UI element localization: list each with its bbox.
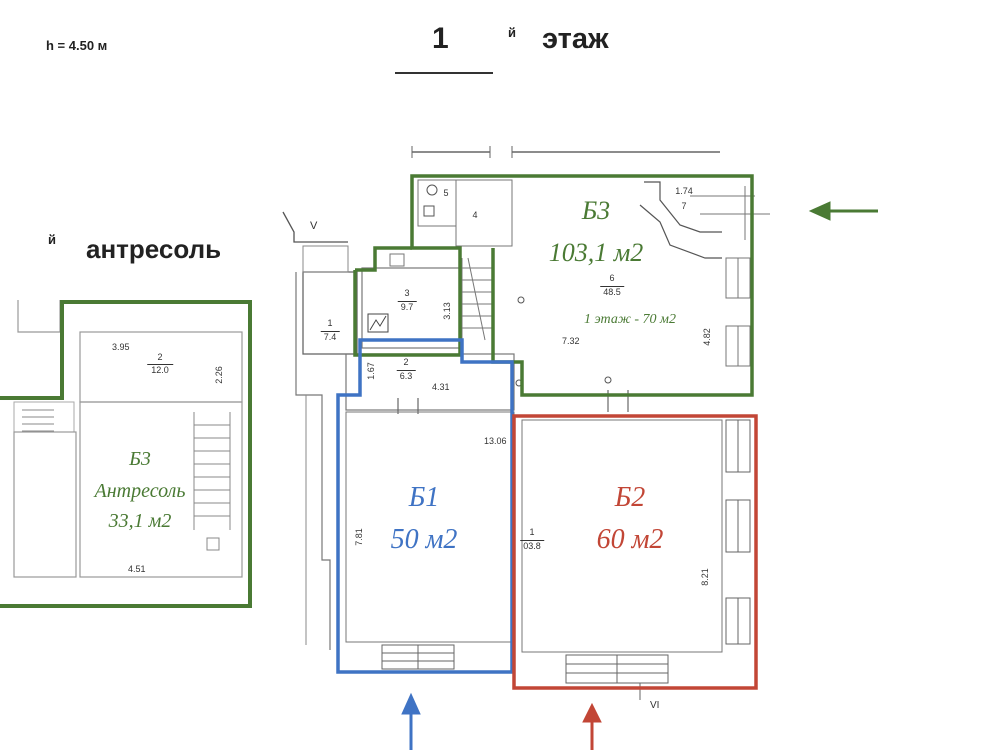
dimension-label: 13.06 bbox=[484, 436, 507, 446]
mezzanine-stair-right bbox=[193, 412, 231, 530]
mezzanine-b3-outline bbox=[0, 300, 252, 608]
mezzanine-suffix: й bbox=[48, 232, 56, 247]
unit-b2-outline bbox=[512, 414, 758, 690]
floor-number: 1 bbox=[432, 22, 449, 55]
unit-b2-name: Б2 bbox=[614, 482, 646, 513]
room-label-area: 48.5 bbox=[600, 286, 624, 297]
mez-unit-label: Антресоль bbox=[94, 480, 186, 502]
axis-label: V bbox=[310, 220, 318, 232]
b2-windows bbox=[565, 419, 751, 684]
room-label-number: 2 bbox=[403, 357, 409, 367]
mezzanine-title: антресоль bbox=[86, 234, 222, 264]
mez-room-number: 2 bbox=[157, 352, 163, 362]
unit-b3-name: Б3 bbox=[581, 196, 611, 225]
mez-dim-width: 3.95 bbox=[112, 342, 130, 352]
b1-window bbox=[381, 644, 455, 670]
room-label-number: 7 bbox=[681, 201, 687, 211]
mez-dim-bottom: 4.51 bbox=[128, 564, 146, 574]
dimension-label: 3.13 bbox=[441, 302, 452, 320]
room-label-number: 6 bbox=[609, 273, 615, 283]
floor-title: этаж bbox=[542, 23, 609, 55]
room-label-number: 1 bbox=[327, 318, 333, 328]
dimension-label: 7.81 bbox=[353, 528, 364, 546]
b3-windows bbox=[725, 257, 751, 367]
room-label-area: 6.3 bbox=[396, 370, 416, 381]
mezzanine-stairs bbox=[22, 409, 54, 432]
unit-b3-outline bbox=[353, 174, 754, 397]
mezzanine-plan bbox=[0, 300, 252, 608]
room-label-area: 1.74 bbox=[675, 186, 693, 196]
meter-box-icon bbox=[367, 313, 389, 333]
unit-b2-area: 60 м2 bbox=[596, 524, 664, 555]
entrance-arrow-b1 bbox=[401, 692, 421, 750]
room-label-number: 4 bbox=[472, 210, 478, 220]
entrance-arrow-b2 bbox=[582, 702, 602, 750]
dimension-label: 4.82 bbox=[701, 328, 712, 346]
mez-dim-height: 2.26 bbox=[213, 366, 224, 384]
dimension-label: 8.21 bbox=[699, 568, 710, 586]
room-label-area: 03.8 bbox=[520, 540, 544, 551]
mez-room-area: 12.0 bbox=[147, 364, 173, 375]
room-label-number: 1 bbox=[529, 527, 535, 537]
unit-b1-outline bbox=[336, 338, 514, 674]
dimension-label: 4.31 bbox=[432, 382, 450, 392]
mez-unit-area: 33,1 м2 bbox=[108, 510, 172, 532]
unit-b1-name: Б1 bbox=[408, 482, 440, 513]
room-5-wc bbox=[417, 179, 457, 227]
unit-b3-area: 103,1 м2 bbox=[548, 238, 644, 267]
dimension-label: 7.32 bbox=[562, 336, 580, 346]
mez-unit-name: Б3 bbox=[129, 448, 151, 470]
room-label-number: 5 bbox=[443, 188, 449, 198]
unit-b1-area: 50 м2 bbox=[390, 524, 458, 555]
room-4 bbox=[455, 179, 513, 247]
dimension-label: 1.67 bbox=[365, 362, 376, 380]
room-label-area: 9.7 bbox=[397, 301, 417, 312]
center-stairs bbox=[461, 257, 493, 345]
room-label-area: 7.4 bbox=[320, 331, 340, 342]
b2-inner-room bbox=[521, 419, 723, 653]
ceiling-height-label: h = 4.50 м bbox=[46, 38, 108, 53]
axis-label: VI bbox=[650, 700, 660, 711]
first-floor-plan bbox=[282, 174, 770, 700]
floor-suffix: й bbox=[508, 25, 516, 40]
room-label-number: 3 bbox=[404, 288, 410, 298]
unit-b3-note: 1 этаж - 70 м2 bbox=[584, 312, 676, 327]
entrance-arrow-b3 bbox=[808, 201, 878, 221]
